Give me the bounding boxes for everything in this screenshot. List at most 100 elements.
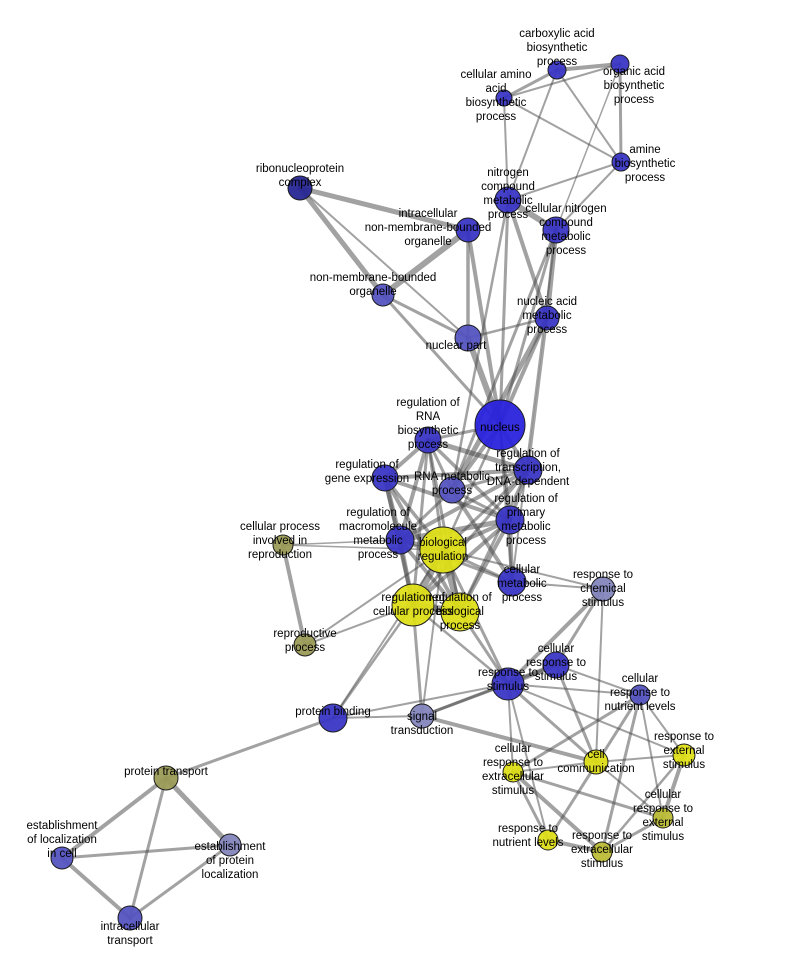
graph-edge-pb-pt bbox=[164, 716, 335, 780]
graph-edge-np-nam bbox=[466, 316, 549, 340]
graph-node-rcs[interactable] bbox=[590, 576, 616, 602]
graph-node-rnl[interactable] bbox=[537, 829, 559, 851]
graph-node-ncm[interactable] bbox=[494, 186, 522, 214]
graph-edge-oab-caab bbox=[503, 63, 621, 99]
graph-edge-rrb-rmm bbox=[398, 438, 430, 542]
graph-edge-ab-ncm bbox=[507, 161, 622, 201]
graph-node-cpr[interactable] bbox=[272, 534, 294, 556]
graph-edge-cpr-bre bbox=[282, 544, 444, 551]
graph-edge-crn-res bbox=[639, 694, 685, 756]
graph-node-rnp[interactable] bbox=[287, 175, 313, 201]
graph-node-oab[interactable] bbox=[610, 54, 630, 74]
graph-node-rbp[interactable] bbox=[440, 592, 480, 632]
graph-edge-cc-st bbox=[420, 714, 598, 764]
graph-edge-cc-cres bbox=[512, 761, 597, 773]
graph-edge-cncm-nuc bbox=[498, 228, 558, 427]
graph-edge-caab-ab bbox=[503, 97, 622, 163]
graph-node-rcp[interactable] bbox=[391, 583, 435, 627]
graph-edge-rexs-crext bbox=[600, 816, 665, 854]
graph-edge-cres-crext bbox=[511, 770, 665, 820]
graph-node-crn[interactable] bbox=[629, 684, 651, 706]
graph-node-crext[interactable] bbox=[652, 807, 674, 829]
graph-edge-cpr-rp bbox=[281, 543, 307, 647]
graph-node-ab[interactable] bbox=[611, 152, 631, 172]
graph-edge-rnl-rs bbox=[507, 683, 549, 841]
graph-edge-rcs-crs bbox=[554, 587, 605, 667]
graph-edge-oab-cncm bbox=[555, 63, 621, 231]
graph-edge-nmbo-nuc bbox=[381, 293, 502, 427]
graph-edge-rnp-inmbo bbox=[297, 185, 471, 233]
graph-edge-rp-bre bbox=[304, 549, 444, 646]
graph-edge-elc-epl bbox=[60, 843, 232, 860]
graph-edge-crn-crext bbox=[639, 694, 664, 819]
graph-edge-pb-bre bbox=[332, 549, 444, 719]
graph-node-rrb[interactable] bbox=[414, 426, 442, 454]
graph-edge-caab-ncm bbox=[503, 97, 509, 201]
graph-edge-pt-epl bbox=[163, 775, 233, 848]
graph-edge-cres-rexs bbox=[511, 770, 604, 854]
graph-edge-res-cc bbox=[595, 754, 685, 763]
graph-edge-rrb-rtd bbox=[425, 437, 531, 473]
graph-node-inmbo[interactable] bbox=[455, 217, 481, 243]
graph-edge-cncm-rnam bbox=[450, 228, 558, 492]
graph-edge-ncm-rnam bbox=[450, 198, 510, 492]
graph-node-rtd[interactable] bbox=[513, 455, 543, 485]
graph-node-pb[interactable] bbox=[318, 703, 348, 733]
graph-edge-inmbo-nmbo bbox=[380, 227, 471, 298]
node-layer bbox=[50, 54, 696, 931]
graph-node-rge[interactable] bbox=[371, 464, 399, 492]
graph-edge-crn-rs bbox=[507, 683, 641, 696]
graph-edge-oab-ab bbox=[618, 62, 623, 164]
graph-edge-cab-caab bbox=[502, 68, 559, 100]
graph-node-cres[interactable] bbox=[502, 761, 524, 783]
graph-node-st[interactable] bbox=[409, 703, 435, 729]
graph-edge-cab-ncm bbox=[507, 69, 558, 201]
graph-edge-nam-rtd bbox=[526, 316, 549, 472]
graph-node-rs[interactable] bbox=[491, 667, 525, 701]
graph-node-elc[interactable] bbox=[50, 846, 74, 870]
graph-node-np[interactable] bbox=[454, 324, 482, 352]
graph-node-rmm[interactable] bbox=[385, 525, 415, 555]
graph-edge-rcs-bre bbox=[442, 549, 604, 590]
graph-edge-crn-cres bbox=[511, 693, 642, 774]
graph-edge-st-bre bbox=[421, 549, 444, 717]
graph-edge-rcs-cmp bbox=[511, 581, 604, 590]
graph-edge-cab-oab bbox=[555, 62, 622, 72]
graph-node-crs[interactable] bbox=[542, 651, 570, 679]
graph-edge-cc-crext bbox=[595, 761, 664, 819]
graph-node-cmp[interactable] bbox=[497, 567, 527, 597]
graph-edge-crs-cc bbox=[554, 663, 598, 764]
graph-edge-inmbo-nuc bbox=[466, 228, 502, 427]
graph-node-epl[interactable] bbox=[218, 833, 242, 857]
graph-node-cc[interactable] bbox=[583, 749, 609, 775]
graph-node-res[interactable] bbox=[672, 743, 696, 767]
graph-node-nuc[interactable] bbox=[474, 399, 526, 451]
graph-edge-crn-rexs bbox=[600, 693, 642, 854]
graph-edge-pt-elc bbox=[60, 776, 168, 860]
graph-node-caab[interactable] bbox=[495, 89, 513, 107]
graph-edge-res-rs bbox=[507, 683, 685, 756]
graph-node-pt[interactable] bbox=[153, 765, 179, 791]
graph-node-nam[interactable] bbox=[534, 305, 560, 331]
graph-node-rnam[interactable] bbox=[438, 476, 466, 504]
graph-node-rexs[interactable] bbox=[591, 841, 613, 863]
graph-node-cncm[interactable] bbox=[542, 216, 570, 244]
graph-edge-ab-cncm bbox=[555, 161, 622, 231]
graph-edge-res-rexs bbox=[600, 753, 686, 854]
graph-edge-cpr-rmm bbox=[282, 539, 401, 546]
graph-node-it[interactable] bbox=[117, 905, 143, 931]
graph-node-rp[interactable] bbox=[293, 633, 317, 657]
graph-edge-crs-crn bbox=[555, 664, 641, 696]
graph-edge-pb-st bbox=[332, 715, 423, 719]
graph-edge-rs-cc bbox=[506, 682, 598, 764]
graph-edge-rnp-nmbo bbox=[297, 185, 386, 298]
graph-edge-rcs-cc bbox=[595, 588, 604, 763]
graph-node-bre[interactable] bbox=[419, 526, 467, 574]
graph-node-rpm[interactable] bbox=[495, 505, 525, 535]
graph-node-nmbo[interactable] bbox=[371, 283, 395, 307]
graph-edge-cres-rnl bbox=[511, 770, 550, 842]
graph-edge-nmbo-np bbox=[381, 293, 470, 340]
graph-node-cab[interactable] bbox=[547, 60, 567, 80]
